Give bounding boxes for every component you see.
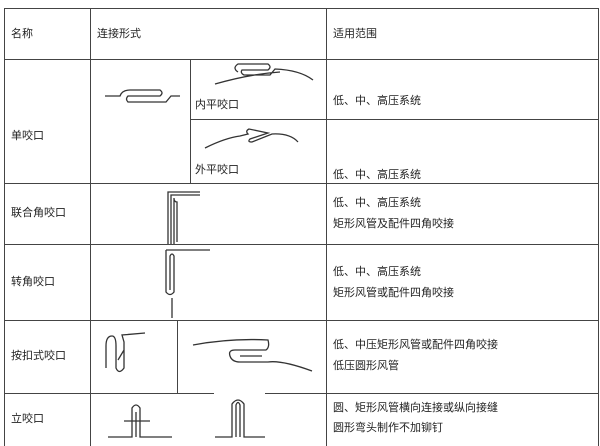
divider — [265, 393, 598, 394]
divider — [598, 8, 599, 446]
row-name: 立咬口 — [11, 412, 44, 425]
divider — [190, 59, 191, 183]
header-name: 名称 — [11, 27, 33, 40]
scope-text: 低、中、高压系统 — [333, 196, 421, 209]
combined-corner-seam-diagram — [167, 191, 200, 244]
single-seam-diagram — [105, 89, 180, 103]
button-lock-seam-diagram-b — [192, 338, 313, 372]
row-name: 联合角咬口 — [11, 206, 66, 219]
divider — [4, 8, 598, 9]
divider — [177, 320, 178, 393]
divider — [90, 8, 91, 446]
divider — [190, 119, 598, 120]
scope-text: 圆、矩形风管横向连接或纵向接缝 — [333, 401, 498, 414]
divider — [326, 8, 327, 446]
standing-seam-diagram-b — [215, 399, 265, 438]
row-name: 转角咬口 — [11, 275, 55, 288]
header-scope: 适用范围 — [333, 27, 377, 40]
scope-text: 低、中、高压系统 — [333, 265, 421, 278]
row-name: 单咬口 — [11, 129, 44, 142]
divider — [4, 244, 598, 245]
sub-label: 外平咬口 — [195, 163, 239, 176]
divider — [4, 59, 598, 60]
button-lock-seam-diagram-a — [105, 332, 146, 373]
inner-flat-seam-diagram — [214, 63, 314, 85]
scope-text: 低压圆形风管 — [333, 359, 399, 372]
header-form: 连接形式 — [97, 27, 141, 40]
sub-label: 内平咬口 — [195, 98, 239, 111]
divider — [4, 183, 598, 184]
standing-seam-diagram-a — [108, 404, 172, 438]
divider — [4, 393, 214, 394]
scope-text: 矩形风管及配件四角咬接 — [333, 217, 454, 230]
divider — [4, 320, 598, 321]
scope-text: 低、中、高压系统 — [333, 168, 421, 181]
scope-text: 矩形风管或配件四角咬接 — [333, 286, 454, 299]
scope-text: 圆形弯头制作不加铆钉 — [333, 421, 443, 434]
scope-text: 低、中压矩形风管或配件四角咬接 — [333, 338, 498, 351]
corner-seam-diagram — [165, 249, 210, 318]
row-name: 按扣式咬口 — [11, 349, 66, 362]
scope-text: 低、中、高压系统 — [333, 94, 421, 107]
divider — [4, 8, 5, 446]
outer-flat-seam-diagram — [204, 128, 299, 149]
